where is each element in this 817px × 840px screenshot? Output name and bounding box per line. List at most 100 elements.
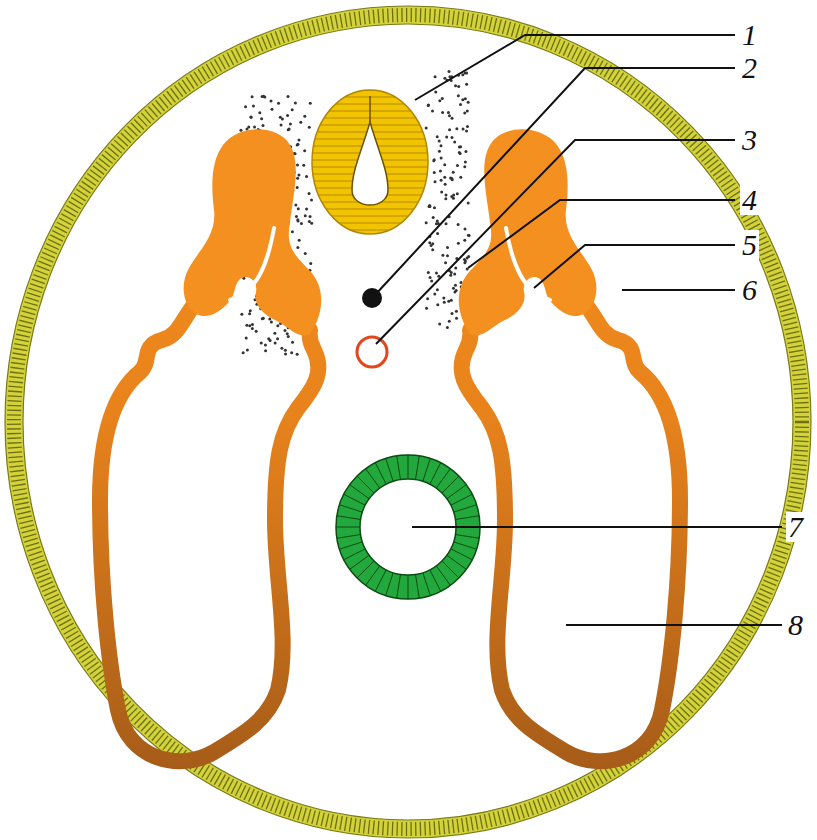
mesenchyme-dot [436,135,439,138]
mesenchyme-dot [430,280,433,283]
callout-number: 3 [740,125,759,155]
mesenchyme-dot [239,129,242,132]
mesenchyme-dot [444,261,447,264]
gut-cell-wall [386,573,393,596]
mesenchyme-dot [262,317,265,320]
mesenchyme-dot [428,204,431,207]
mesenchyme-dot [443,301,446,304]
mesenchyme-dot [431,248,434,251]
mesenchyme-dot [309,262,312,265]
mesenchyme-dot [428,241,431,244]
mesenchyme-dot [262,95,265,98]
mesenchyme-dot [459,176,462,179]
mesenchyme-dot [463,239,466,242]
mesenchyme-dot [467,202,470,205]
gut-cell-wall [340,505,363,512]
mesenchyme-dot [247,126,250,129]
mesenchyme-dot [249,116,252,119]
mesenchyme-dot [441,254,444,257]
mesenchyme-dot [464,228,467,231]
mesenchyme-dot [298,138,301,141]
mesenchyme-dot [462,127,465,130]
mesenchyme-dot [450,271,453,274]
mesenchyme-dot [432,216,435,219]
gut-cell-wall [344,494,365,505]
mesenchyme-dot [439,144,442,147]
mesenchyme-dot [453,140,456,143]
mesenchyme-dot [244,105,247,108]
gut-cell-wall [357,561,374,578]
mesenchyme-dot [276,324,279,327]
ectoderm-edge [5,6,811,838]
mesenchyme-dot [296,246,299,249]
mesenchyme-dot [294,204,297,207]
mesenchyme-dot [284,329,287,332]
mesenchyme-dot [425,221,428,224]
mesenchyme-dot [261,124,264,127]
mesenchyme-dot [303,149,306,152]
mesenchyme-dot [279,116,282,119]
callout-number: 4 [740,185,759,215]
gut-cell-wall [344,549,365,560]
mesenchyme-dot [447,111,450,114]
mesenchyme-dot [240,313,243,316]
gut-cell-wall [451,549,472,560]
gut-cell-wall [340,542,363,549]
mesenchyme-dot [426,297,429,300]
mesenchyme-dot [298,239,301,242]
mesenchyme-dot [450,312,453,315]
mesenchyme-dot [297,207,300,210]
gut-cell-wall [436,469,450,488]
mesenchyme-dot [454,266,457,269]
mesenchyme-dot [433,206,436,209]
mesenchyme-dot [286,114,289,117]
gut-cell-wall [436,566,450,585]
neural-tube [312,90,428,234]
mesenchyme-dot [295,215,298,218]
mesenchyme-dot [302,164,305,167]
mesenchyme-dot [441,111,444,114]
ectoderm-edge [23,24,793,820]
mesenchyme-dot [459,103,462,106]
neural-seam [369,96,371,122]
mesenchyme-dot [467,255,470,258]
mesenchyme-dot [274,342,277,345]
mesenchyme-dot [447,300,450,303]
gut-cell-wall [451,494,472,505]
gut-cell-wall [416,574,420,598]
mesenchyme-dot [297,219,300,222]
mesenchyme-dot [438,150,441,153]
gut-cell-wall [455,516,479,520]
mesenchyme-dot [448,128,451,131]
mesenchyme-dot [296,186,299,189]
gut-cell-wall [366,469,380,488]
mesenchyme-dot [310,198,313,201]
mesenchyme-dot [433,292,436,295]
mesenchyme-dot [440,156,443,159]
gut-cell-wall [430,463,441,484]
mesenchyme-dot [430,244,433,247]
mesenchyme-dot [269,99,272,102]
mesenchyme-dot [294,101,297,104]
mesenchyme-dot [459,152,462,155]
mesenchyme-dot [251,95,254,98]
callout-number: 2 [740,53,759,83]
callout-number: 5 [740,230,759,260]
leader-line [375,68,735,295]
gut-cell-wall [375,570,386,591]
mesenchyme-dot [466,110,469,113]
mesenchyme-dot [453,273,456,276]
mesenchyme-dot [440,190,443,193]
mesenchyme-dot [427,104,430,107]
mesenchyme-dot [276,337,279,340]
mesenchyme-dot [264,349,267,352]
ectoderm-cells [14,15,802,829]
mesenchyme-dot [287,95,290,98]
mesenchyme-dot [309,215,312,218]
mesenchyme-dot [433,158,436,161]
mesenchyme-dot [284,352,287,355]
mesenchyme-dot [309,102,312,105]
